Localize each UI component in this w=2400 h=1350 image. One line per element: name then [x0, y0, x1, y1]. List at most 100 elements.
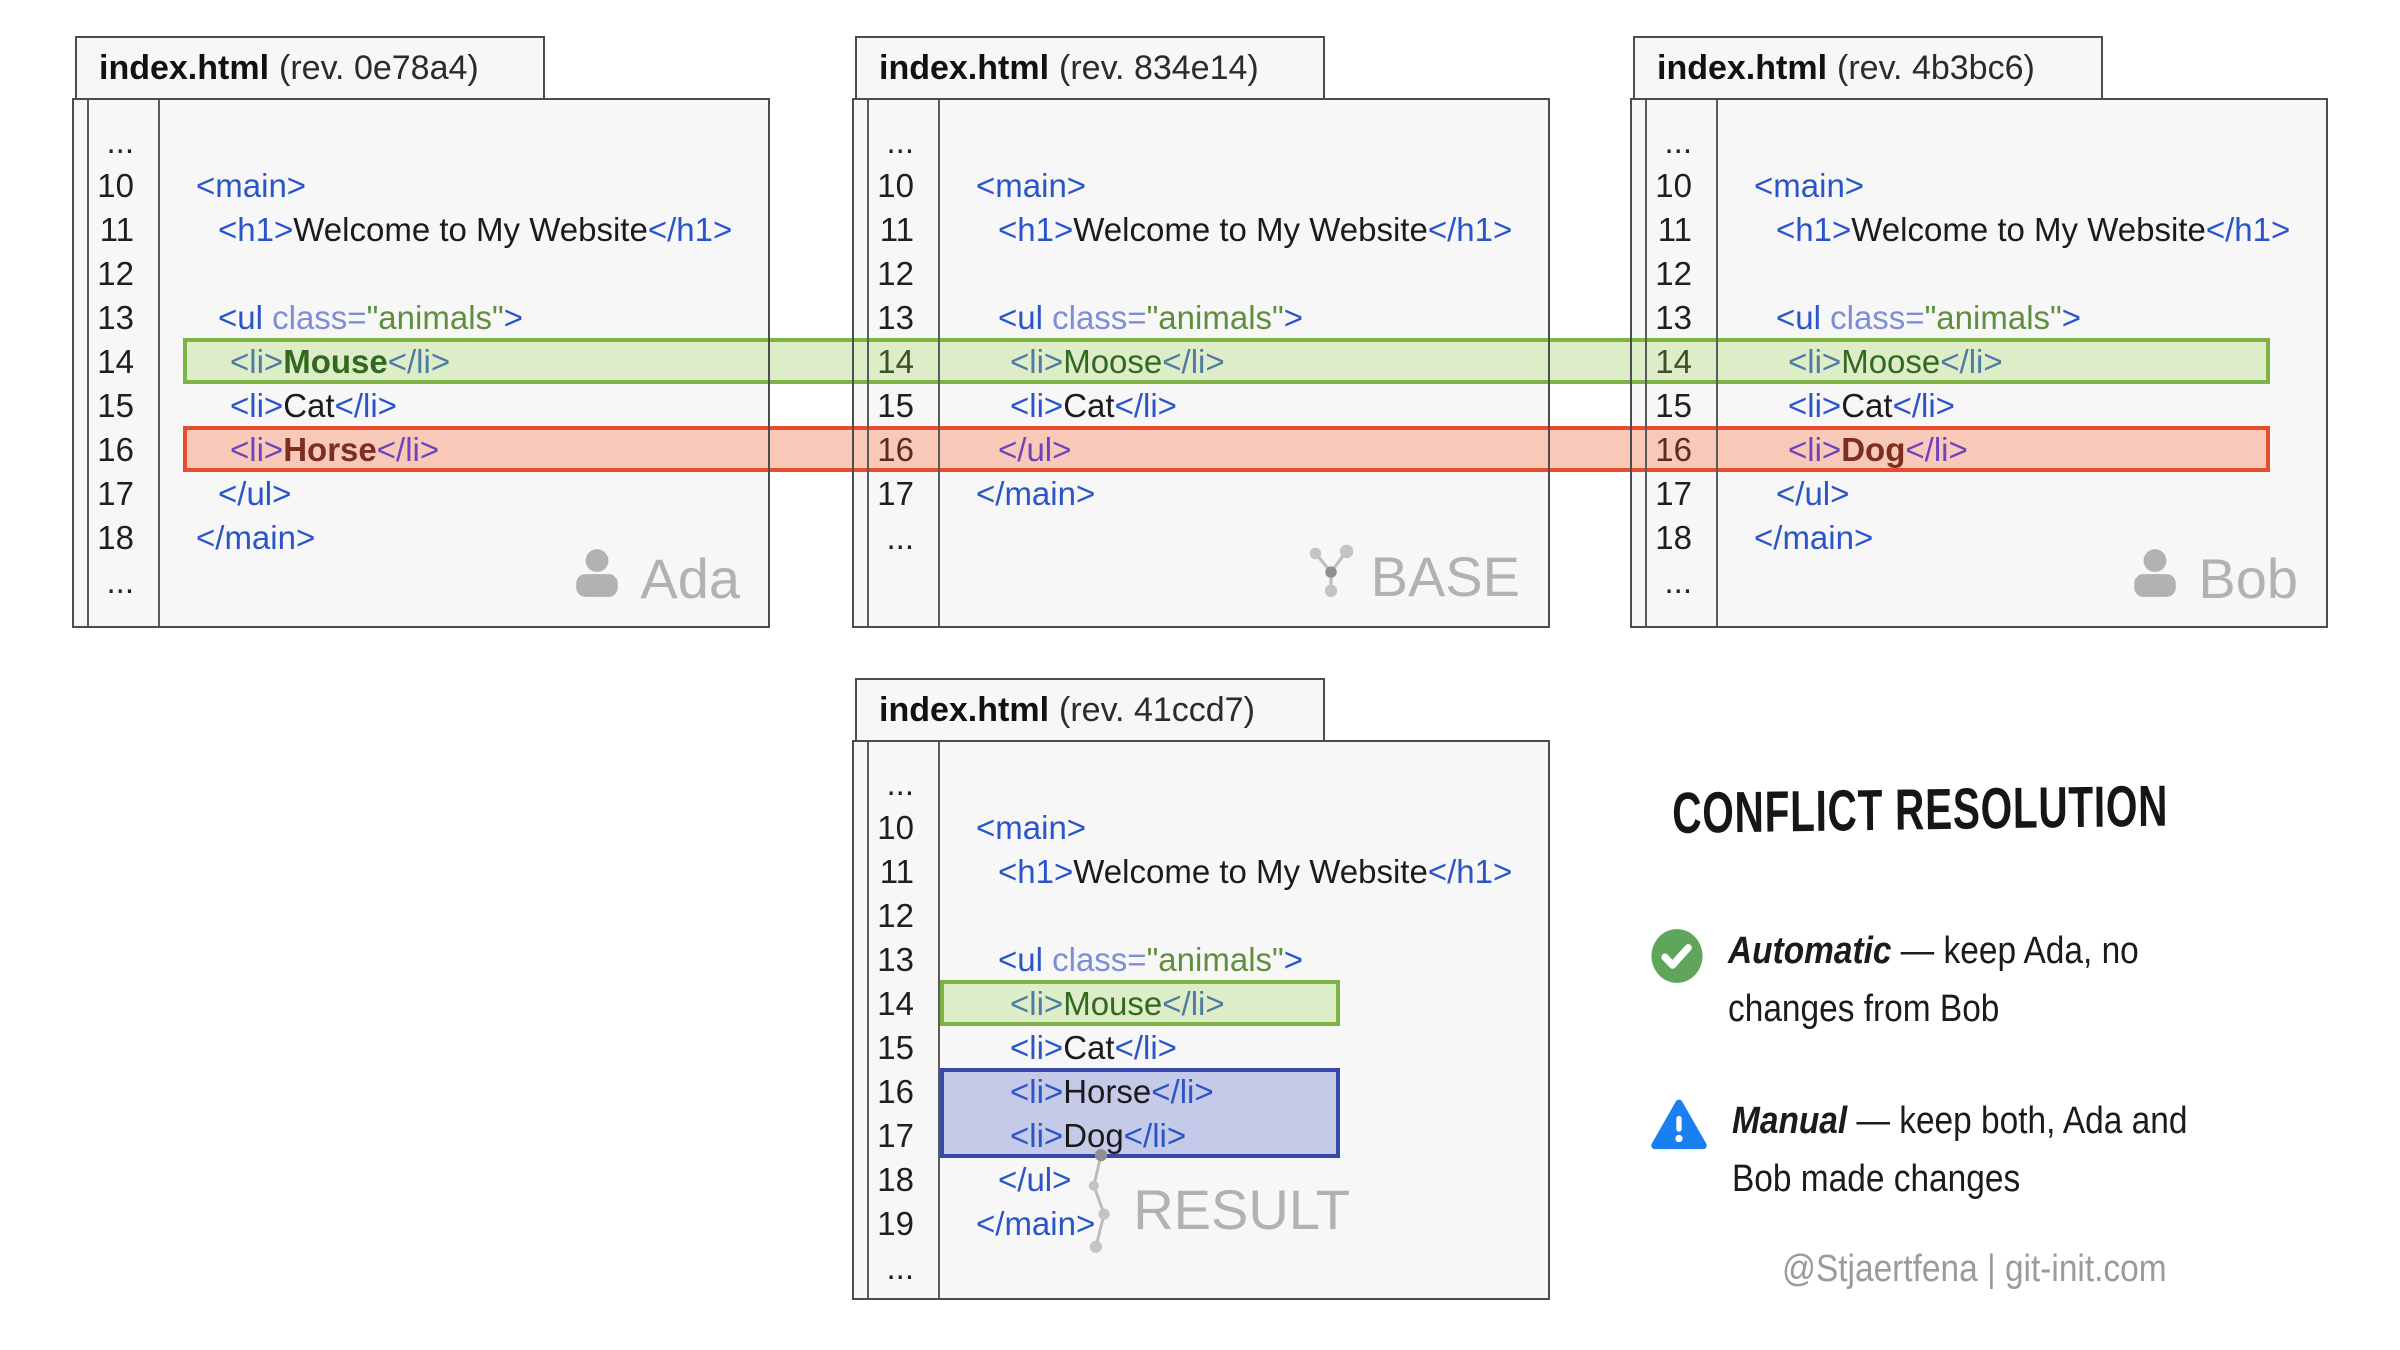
- line-number: 13: [877, 299, 914, 336]
- code-line: 11<h1>Welcome to My Website</h1>: [72, 208, 770, 252]
- line-number: ...: [886, 519, 914, 556]
- code-line: ...: [852, 516, 1550, 560]
- line-number: 12: [97, 255, 134, 292]
- code-segment: <li>: [1788, 431, 1842, 468]
- file-name: index.html: [99, 48, 270, 87]
- file-tab: index.html (rev. 4b3bc6): [1633, 36, 2103, 98]
- line-number: 16: [877, 431, 914, 468]
- code-line: 15<li>Cat</li>: [852, 1026, 1550, 1070]
- code-segment: </main>: [1754, 519, 1874, 556]
- line-number: ...: [106, 563, 134, 600]
- code-line: 17</ul>: [72, 472, 770, 516]
- code-line: ...: [72, 120, 770, 164]
- code-segment: <main>: [976, 809, 1087, 846]
- person-icon: [570, 545, 624, 612]
- line-number: 12: [1655, 255, 1692, 292]
- code-segment: </li>: [1123, 1117, 1187, 1154]
- code-segment: Moose: [1841, 343, 1941, 380]
- code-segment: Cat: [283, 387, 335, 424]
- line-number: 11: [879, 853, 914, 890]
- code-text: <li>Mouse</li>: [72, 340, 766, 384]
- code-segment: <main>: [1754, 167, 1865, 204]
- watermark-label: BASE: [1370, 545, 1520, 608]
- line-number: 12: [877, 897, 914, 934]
- code-text: <li>Cat</li>: [852, 1026, 1546, 1070]
- line-number: 17: [97, 475, 134, 512]
- code-text: <main>: [72, 164, 766, 208]
- code-segment: Welcome to My Website: [1073, 853, 1428, 890]
- code-line: 15<li>Cat</li>: [72, 384, 770, 428]
- code-line: 13<ul class="animals">: [852, 296, 1550, 340]
- code-segment: </li>: [334, 387, 397, 424]
- line-number: 16: [1655, 431, 1692, 468]
- line-number: 10: [97, 167, 134, 204]
- code-line: 18</ul>: [852, 1158, 1550, 1202]
- code-segment: Moose: [1063, 343, 1163, 380]
- code-segment: Horse: [1063, 1073, 1152, 1110]
- line-number: 11: [879, 211, 914, 248]
- code-segment: <main>: [196, 167, 307, 204]
- line-number: ...: [106, 123, 134, 160]
- code-line: ...: [852, 120, 1550, 164]
- code-text: <li>Cat</li>: [852, 384, 1546, 428]
- code-segment: Mouse: [283, 343, 388, 380]
- code-segment: <ul: [218, 299, 273, 336]
- code-segment: </h1>: [1427, 211, 1513, 248]
- code-line: 14<li>Mouse</li>: [852, 982, 1550, 1026]
- code-segment: <li>: [1010, 387, 1064, 424]
- line-number: 14: [1655, 343, 1692, 380]
- code-text: </ul>: [852, 428, 1546, 472]
- line-number: 16: [877, 1073, 914, 1110]
- code-line: 13<ul class="animals">: [852, 938, 1550, 982]
- legend-item-automatic: Automatic — keep Ada, no changes from Bo…: [1650, 922, 2268, 1038]
- code-text: <h1>Welcome to My Website</h1>: [852, 850, 1546, 894]
- code-segment: <main>: [976, 167, 1087, 204]
- git-result-icon: [1085, 1147, 1117, 1272]
- code-segment: <h1>: [1776, 211, 1852, 248]
- code-text: </ul>: [72, 472, 766, 516]
- line-number: 15: [1655, 387, 1692, 424]
- code-line: 10 <main>: [72, 164, 770, 208]
- code-segment: class=: [1830, 299, 1925, 336]
- code-segment: </main>: [976, 475, 1096, 512]
- file-name: index.html: [1657, 48, 1828, 87]
- legend-desc: — keep Ada, no changes from Bob: [1728, 930, 2139, 1030]
- check-circle-icon: [1650, 928, 1704, 989]
- code-segment: </li>: [1162, 985, 1225, 1022]
- code-line: 14<li>Moose</li>: [1630, 340, 2328, 384]
- code-segment: class=: [1052, 941, 1147, 978]
- code-line: ...: [72, 560, 770, 604]
- line-number: 14: [97, 343, 134, 380]
- code-line: 13<ul class="animals">: [72, 296, 770, 340]
- code-segment: <li>: [1010, 1117, 1064, 1154]
- line-number: 10: [877, 167, 914, 204]
- code-text: <ul class="animals">: [852, 296, 1546, 340]
- code-text: <li>Dog</li>: [852, 1114, 1546, 1158]
- code-line: 16<li>Dog</li>: [1630, 428, 2328, 472]
- line-number: ...: [886, 765, 914, 802]
- code-text: </ul>: [1630, 472, 2324, 516]
- code-line: 12: [72, 252, 770, 296]
- line-number: 15: [877, 1029, 914, 1066]
- line-number: 15: [97, 387, 134, 424]
- code-text: </main>: [1630, 516, 2324, 560]
- code-text: </main>: [72, 516, 766, 560]
- line-number: 14: [877, 343, 914, 380]
- revision-panel-base: index.html (rev. 834e14) ...10<main>11<h…: [852, 36, 1550, 628]
- revision-panel-result: index.html (rev. 41ccd7) ...10<main>11<h…: [852, 678, 1550, 1300]
- code-text: <main>: [852, 164, 1546, 208]
- code-text: <ul class="animals">: [852, 938, 1546, 982]
- code-segment: >: [1283, 299, 1304, 336]
- code-segment: </li>: [1162, 343, 1225, 380]
- line-number: 11: [99, 211, 134, 248]
- code-text: <li>Cat</li>: [1630, 384, 2324, 428]
- code-segment: <h1>: [998, 853, 1074, 890]
- base-watermark: BASE: [1307, 541, 1520, 612]
- code-segment: </h1>: [1427, 853, 1513, 890]
- code-segment: <li>: [1788, 343, 1842, 380]
- code-text: </main>: [852, 1202, 1546, 1246]
- code-line: 16<li>Horse</li>: [72, 428, 770, 472]
- legend-title: Conflict resolution: [1672, 773, 2169, 846]
- code-segment: </main>: [976, 1205, 1096, 1242]
- line-number: 19: [877, 1205, 914, 1242]
